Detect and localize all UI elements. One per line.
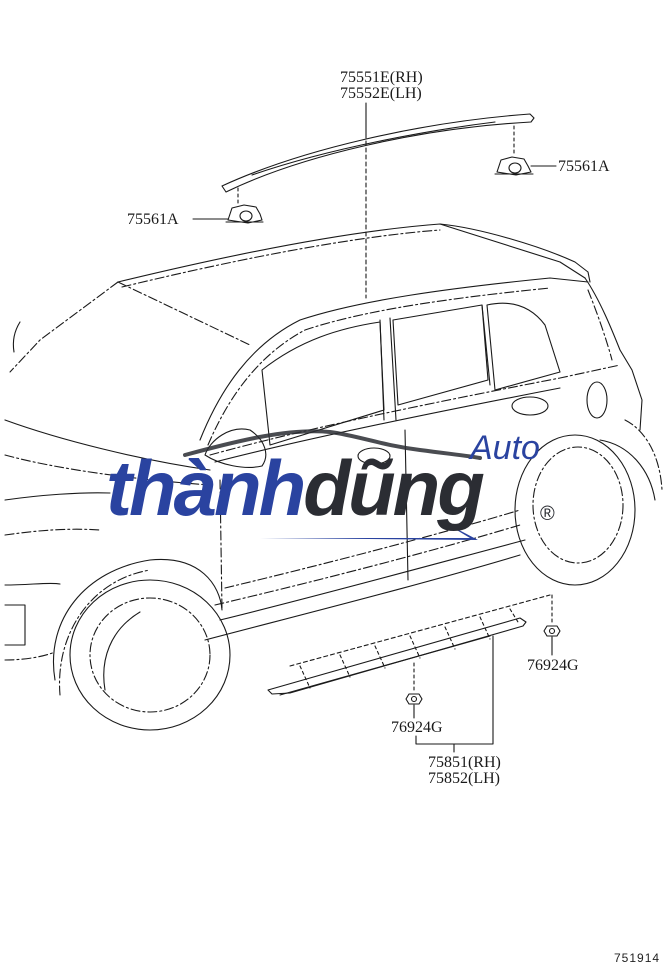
watermark-swoosh xyxy=(185,431,480,540)
label-roof-moulding-lh[interactable]: 75552E(LH) xyxy=(340,85,422,102)
watermark-brand-part2: dũng xyxy=(303,444,485,532)
nut-right-part[interactable] xyxy=(544,595,560,636)
vehicle-outline xyxy=(5,224,662,730)
watermark-logo: thànhdũng xyxy=(106,448,485,528)
clip-right-part[interactable] xyxy=(495,126,533,175)
registered-mark-icon: ® xyxy=(540,503,555,525)
label-clip-right[interactable]: 75561A xyxy=(558,158,610,175)
label-nut-right[interactable]: 76924G xyxy=(527,657,579,674)
label-rocker-moulding-rh[interactable]: 75851(RH) xyxy=(428,754,501,771)
roof-moulding-part[interactable] xyxy=(222,114,534,192)
label-roof-moulding-rh[interactable]: 75551E(RH) xyxy=(340,69,423,86)
watermark-auto: Auto xyxy=(470,429,540,467)
rocker-moulding-part[interactable] xyxy=(268,595,550,695)
label-rocker-moulding-lh[interactable]: 75852(LH) xyxy=(428,770,500,787)
label-clip-left[interactable]: 75561A xyxy=(127,211,179,228)
nut-left-part[interactable] xyxy=(406,663,422,704)
label-nut-left[interactable]: 76924G xyxy=(391,719,443,736)
clip-left-part[interactable] xyxy=(226,188,263,223)
watermark-brand-part1: thành xyxy=(106,444,306,532)
figure-number: 751914 xyxy=(614,951,661,965)
